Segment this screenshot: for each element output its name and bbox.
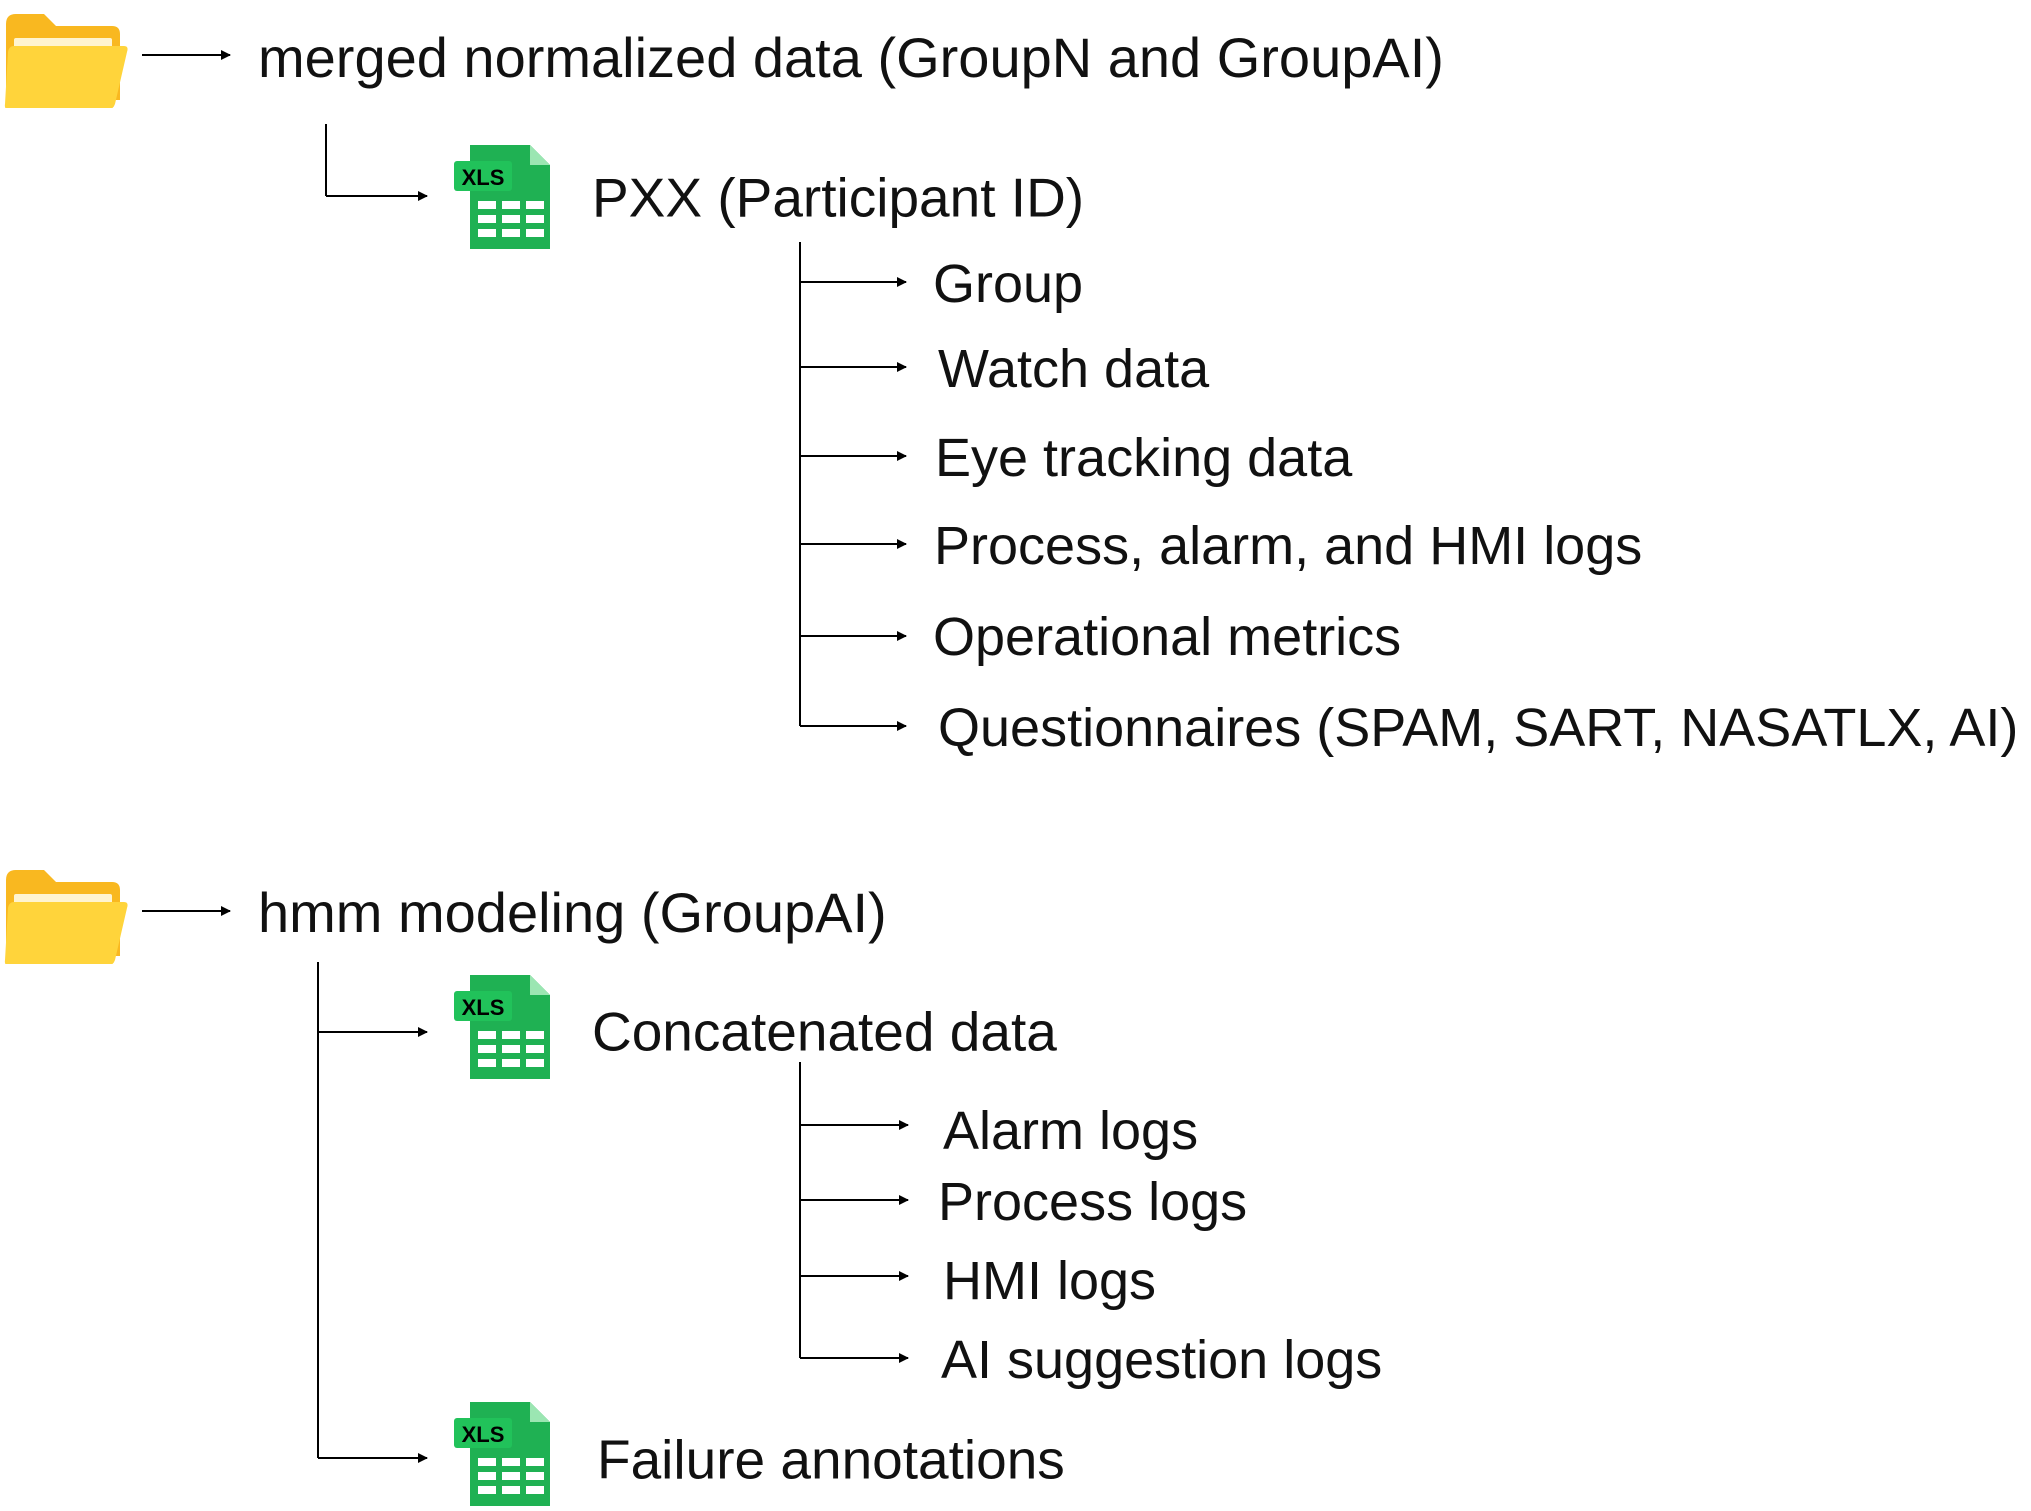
file-pxx-label: PXX (Participant ID)	[592, 166, 1085, 229]
xls-file-icon: XLS	[450, 975, 560, 1084]
file-failure-annotations-label: Failure annotations	[597, 1428, 1065, 1491]
item-process-alarm-hmi-logs: Process, alarm, and HMI logs	[934, 516, 1643, 576]
item-alarm-logs: Alarm logs	[943, 1101, 1199, 1161]
folder-icon	[0, 864, 130, 969]
item-process-logs: Process logs	[938, 1172, 1248, 1232]
xls-file-icon: XLS	[450, 145, 560, 254]
item-ai-suggestion-logs: AI suggestion logs	[941, 1330, 1383, 1390]
item-hmi-logs: HMI logs	[943, 1251, 1157, 1311]
item-operational-metrics: Operational metrics	[933, 607, 1402, 667]
folder-merged-normalized-label: merged normalized data (GroupN and Group…	[258, 26, 1444, 89]
svg-text:XLS: XLS	[462, 1422, 505, 1447]
svg-text:XLS: XLS	[462, 165, 505, 190]
xls-file-icon-graphic: XLS	[454, 1402, 550, 1506]
item-group: Group	[933, 254, 1084, 314]
xls-file-icon-graphic: XLS	[454, 975, 550, 1079]
folder-icon-graphic	[4, 870, 128, 966]
file-concatenated-label: Concatenated data	[592, 1000, 1057, 1063]
item-eye-tracking-data: Eye tracking data	[935, 428, 1353, 488]
item-watch-data: Watch data	[938, 339, 1210, 399]
folder-icon-graphic	[4, 14, 128, 110]
svg-text:XLS: XLS	[462, 995, 505, 1020]
xls-file-icon: XLS	[450, 1402, 560, 1511]
item-questionnaires: Questionnaires (SPAM, SART, NASATLX, AI)	[938, 698, 2019, 758]
folder-icon	[0, 8, 130, 113]
xls-file-icon-graphic: XLS	[454, 145, 550, 249]
folder-hmm-modeling-label: hmm modeling (GroupAI)	[258, 881, 887, 944]
